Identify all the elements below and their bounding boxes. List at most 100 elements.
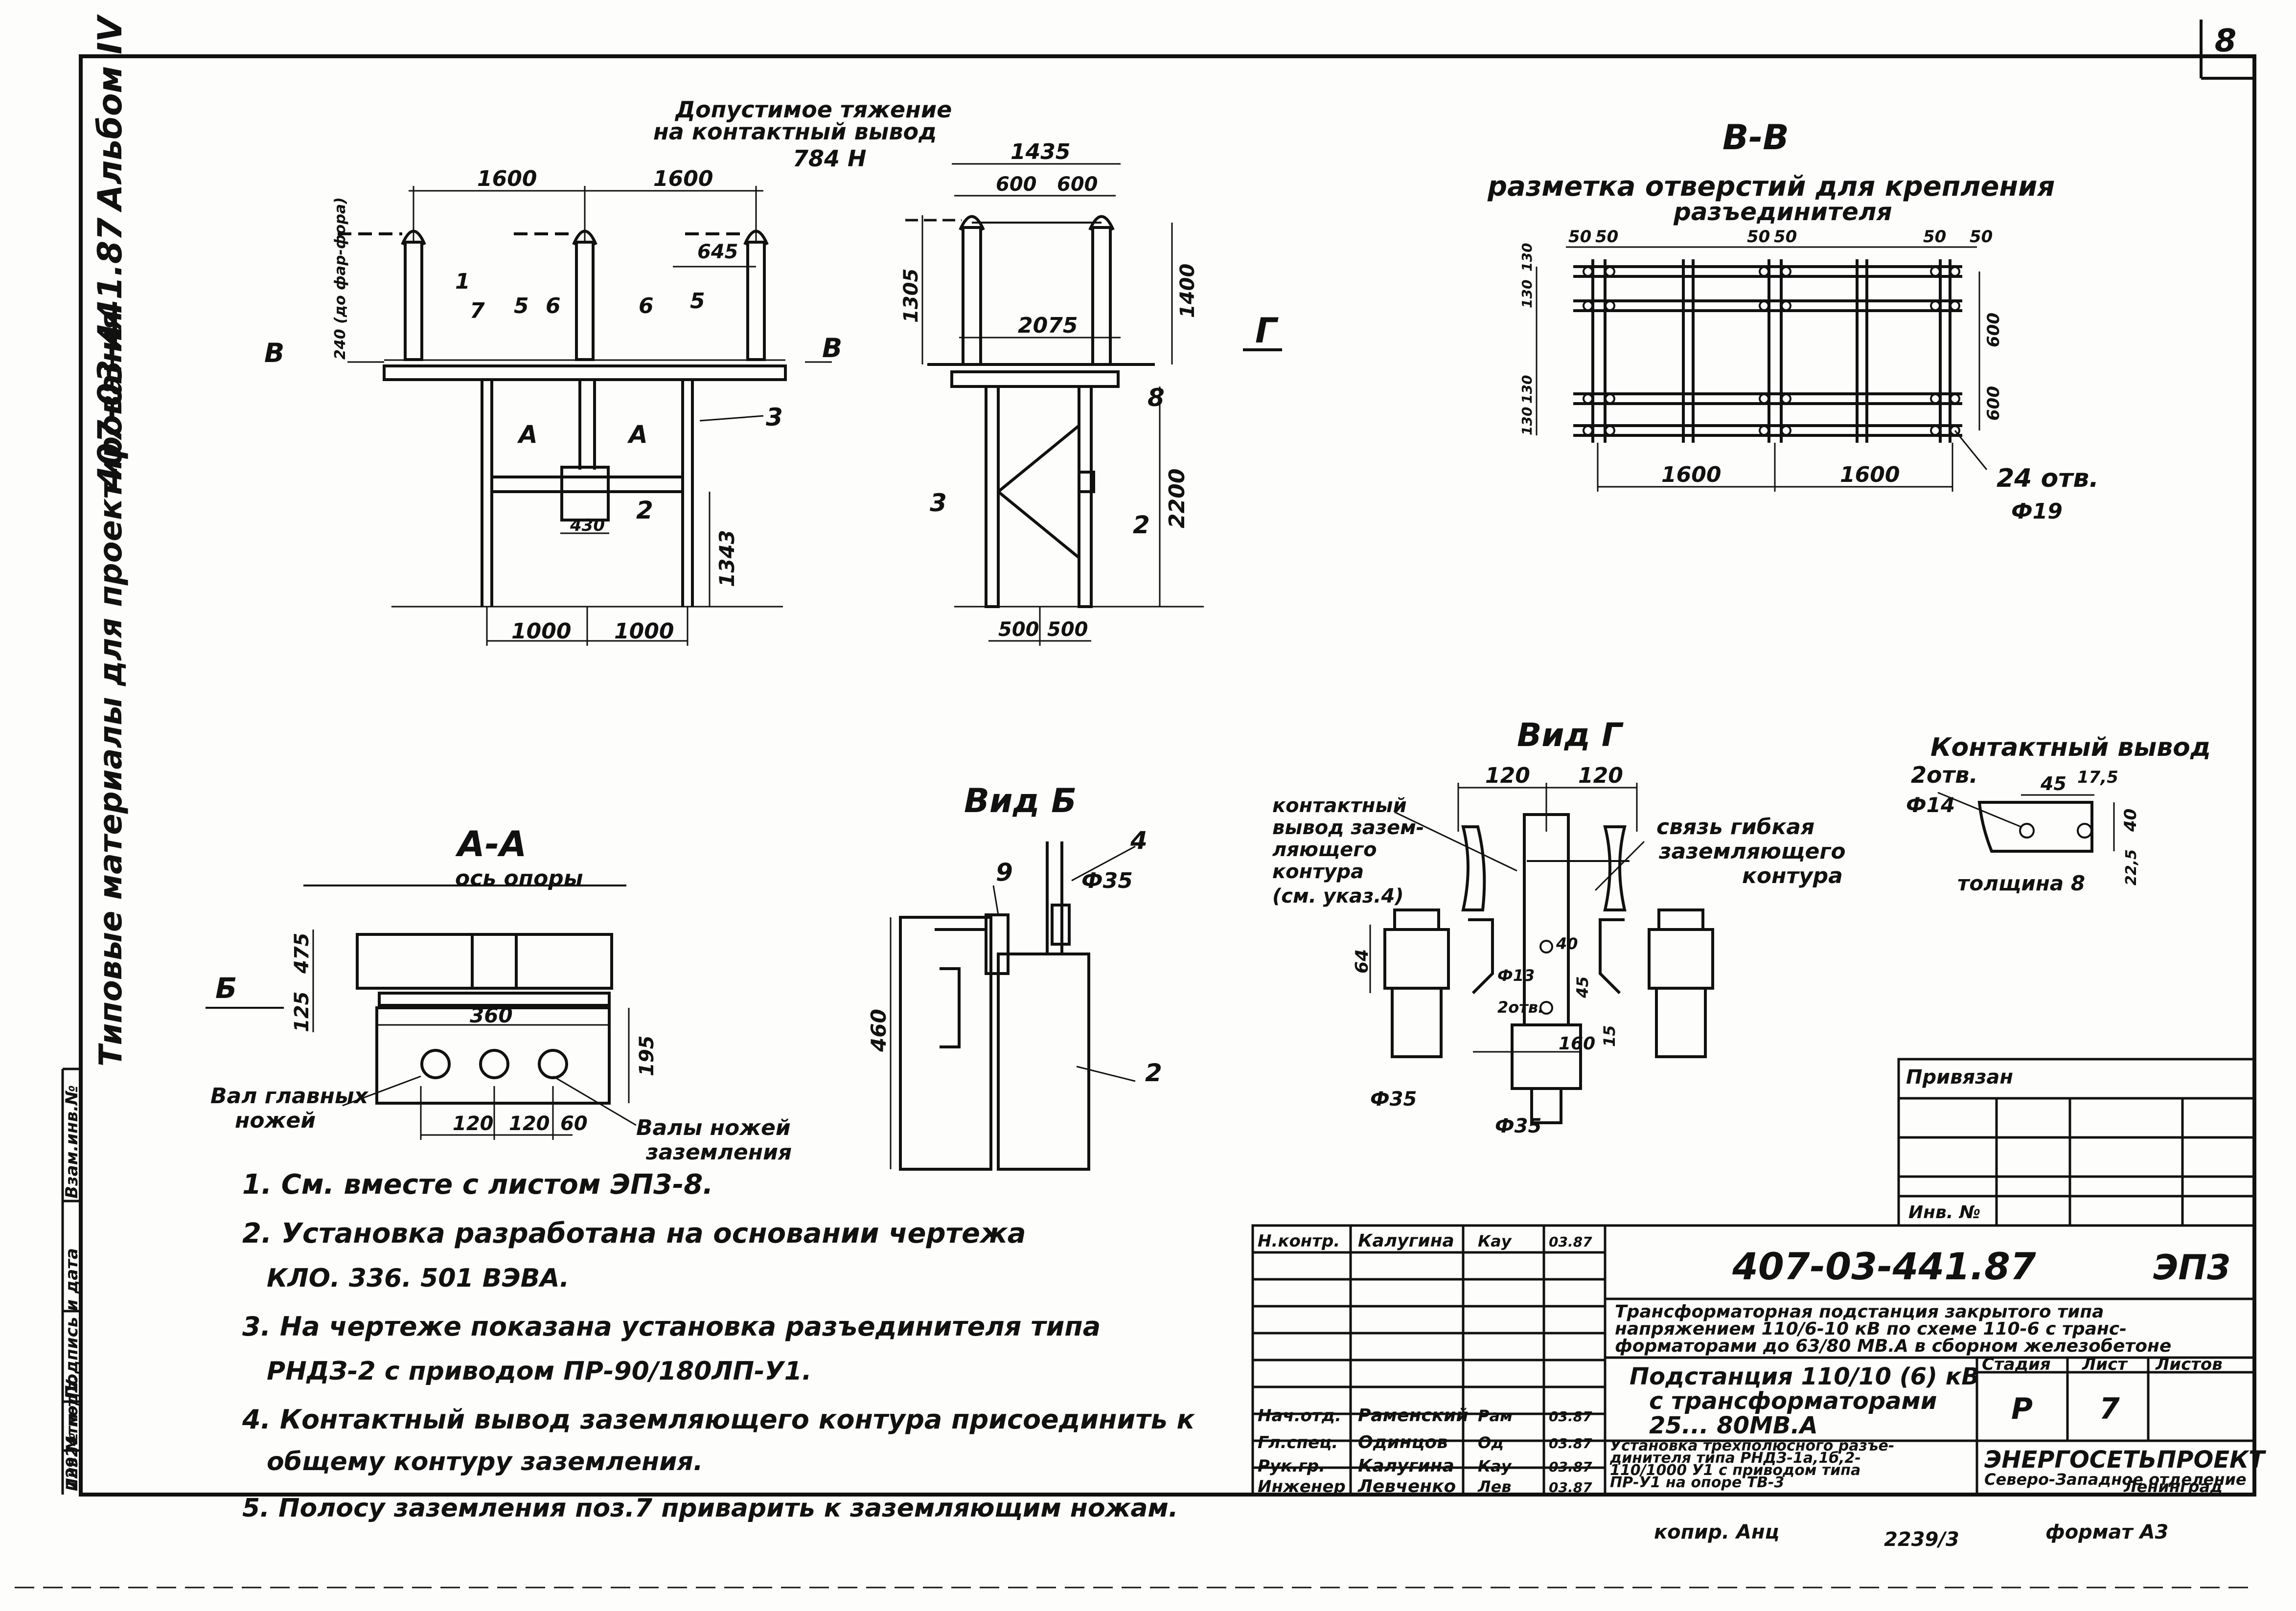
stamp-cell-sign: Подпись и дата [62,1248,82,1399]
view-g-holes [1539,940,1553,1015]
aa-dim-475: 475 [291,933,313,975]
section-aa [206,885,626,1105]
aa-title: А-А [455,823,527,864]
note-2b: КЛО. 336. 501 ВЭВА. [267,1264,569,1293]
tb-stage: Р [2011,1392,2033,1426]
tb-name-3: Одинцов [1358,1432,1448,1452]
front-elevation [338,229,787,608]
side-dim-1400: 1400 [1176,264,1199,318]
series-label: Типовые материалы для проектирования [93,310,129,1066]
view-g-dim-120a: 120 [1485,763,1530,788]
contact-holes [2019,823,2092,839]
aa-subtitle: ось опоры [455,866,583,891]
footer-copied: копир. Анц [1654,1521,1779,1543]
tb-org-2: Северо-Западное отделение [1984,1470,2247,1489]
aa-dim-195: 195 [636,1036,658,1077]
side-stamp [61,1067,81,1495]
view-g-left-note-3: ляющего [1272,839,1377,861]
tb-date-2: 03.87 [1549,1408,1592,1425]
tb-doc-code: 407-03-441.87 [1732,1245,2036,1288]
vv-dim-left-4: 130 [1519,407,1535,435]
tb-role-5: Инженер [1258,1477,1346,1497]
tb-sheet: 7 [2099,1392,2120,1426]
vv-subtitle-1: разметка отверстий для крепления [1487,171,2055,203]
view-b-title: Вид Б [964,782,1077,820]
view-g-left-note-5: (см. указ.4) [1272,885,1404,908]
view-b-callout-4: 4 [1130,826,1148,855]
front-dim-1343: 1343 [715,530,739,587]
vv-holes-note: 24 отв. [1997,464,2099,493]
footer-format: формат А3 [2045,1521,2168,1543]
vv-dim-top-6: 50 [1970,227,1993,247]
vv-dim-bottom-1: 1600 [1661,462,1721,487]
tb-sign-2: Рам [1478,1407,1513,1425]
vv-hole-dia: Ф19 [2011,499,2063,524]
tb-org-3: Ленинград [2123,1477,2223,1496]
aa-label-earth-2: заземления [645,1140,792,1165]
front-dim-645: 645 [697,241,738,263]
side-dim-500b: 500 [1047,618,1088,641]
note-1: 1. См. вместе с листом ЭП3-8. [242,1169,713,1201]
contact-thickness: толщина 8 [1957,871,2085,895]
note-4b: общему контуру заземления. [267,1447,703,1476]
view-g-dim-160: 160 [1559,1034,1595,1054]
view-g-title: Вид Г [1517,716,1624,754]
tb-date-1: 03.87 [1549,1234,1592,1250]
aa-dim-120a: 120 [453,1112,494,1135]
note-3a: 3. На чертеже показана установка разъеди… [242,1311,1101,1342]
aa-dim-60: 60 [560,1112,588,1135]
contact-dim-45: 45 [2040,773,2066,794]
callout-3: 3 [766,403,783,431]
vv-dim-top-4: 50 [1774,227,1797,247]
tb-name-4: Калугина [1358,1456,1454,1476]
view-g-right-note-2: заземляющего [1658,839,1846,864]
front-dim-1000a: 1000 [511,619,571,644]
tb-sheets-label: Листов [2155,1355,2223,1374]
contact-title: Контактный вывод [1930,733,2211,762]
view-g-dim-40: 40 [1556,934,1578,953]
tb-sheet-name-1: Установка трехполюсного разъе- [1610,1437,1894,1454]
side-doc-code: 407-03-441.87 [91,217,130,490]
note-3b: РНДЗ-2 с приводом ПР-90/180ЛП-У1. [267,1357,812,1386]
view-b-dim-460: 460 [867,1009,891,1052]
tb-role-1: Н.контр. [1258,1231,1340,1251]
section-mark-a-left: А [517,420,538,449]
view-g-dimensions [1369,783,1645,1053]
stamp-cell-code: 12924тм-тIV [63,1379,81,1490]
view-g-dim-45: 45 [1573,976,1592,998]
tb-project-2: напряжением 110/6-10 кВ по схеме 110-6 с… [1615,1319,2127,1339]
tb-role-2: Нач.отд. [1258,1406,1341,1426]
side-dim-2200: 2200 [1165,469,1190,528]
side-dimensions [921,163,1282,646]
vv-dim-top-5: 50 [1923,227,1946,247]
side-callout-8: 8 [1148,384,1165,412]
vv-dim-top-3: 50 [1747,227,1770,247]
view-b-dimensions [890,845,1136,1169]
section-mark-v-right: В [822,333,842,363]
callout-6b: 6 [639,294,654,318]
side-dim-1305: 1305 [900,269,922,323]
section-mark-a-right: А [627,420,648,449]
sheet-number: 8 [2215,23,2237,59]
callout-6a: 6 [546,294,561,318]
view-b-dia: Ф35 [1081,868,1133,893]
tb-name-2: Раменский [1358,1406,1469,1426]
callout-5a: 5 [514,294,529,318]
tb-role-4: Рук.гр. [1258,1456,1325,1476]
side-dim-500a: 500 [998,618,1039,641]
aa-dim-125: 125 [291,992,313,1033]
view-g-left-note-4: контура [1272,861,1364,883]
tb-sign-4: Кау [1478,1457,1512,1475]
aa-dim-360: 360 [470,1003,513,1027]
view-g-left-note-1: контактный [1272,794,1407,817]
album-label: Альбом IV [91,14,130,213]
vv-dim-left-2: 130 [1519,280,1535,308]
tb-privyazan: Привязан [1906,1066,2013,1089]
note-2a: 2. Установка разработана на основании че… [242,1218,1026,1249]
contact-dimensions [1937,792,2115,851]
vv-dim-right-1: 600 [1984,313,2003,347]
vv-title: В-В [1722,117,1789,158]
view-g-dim-64: 64 [1352,949,1372,974]
vv-dim-top-1: 50 [1568,227,1591,247]
tb-org-1: ЭНЕРГОСЕТЬПРОЕКТ [1984,1446,2266,1474]
